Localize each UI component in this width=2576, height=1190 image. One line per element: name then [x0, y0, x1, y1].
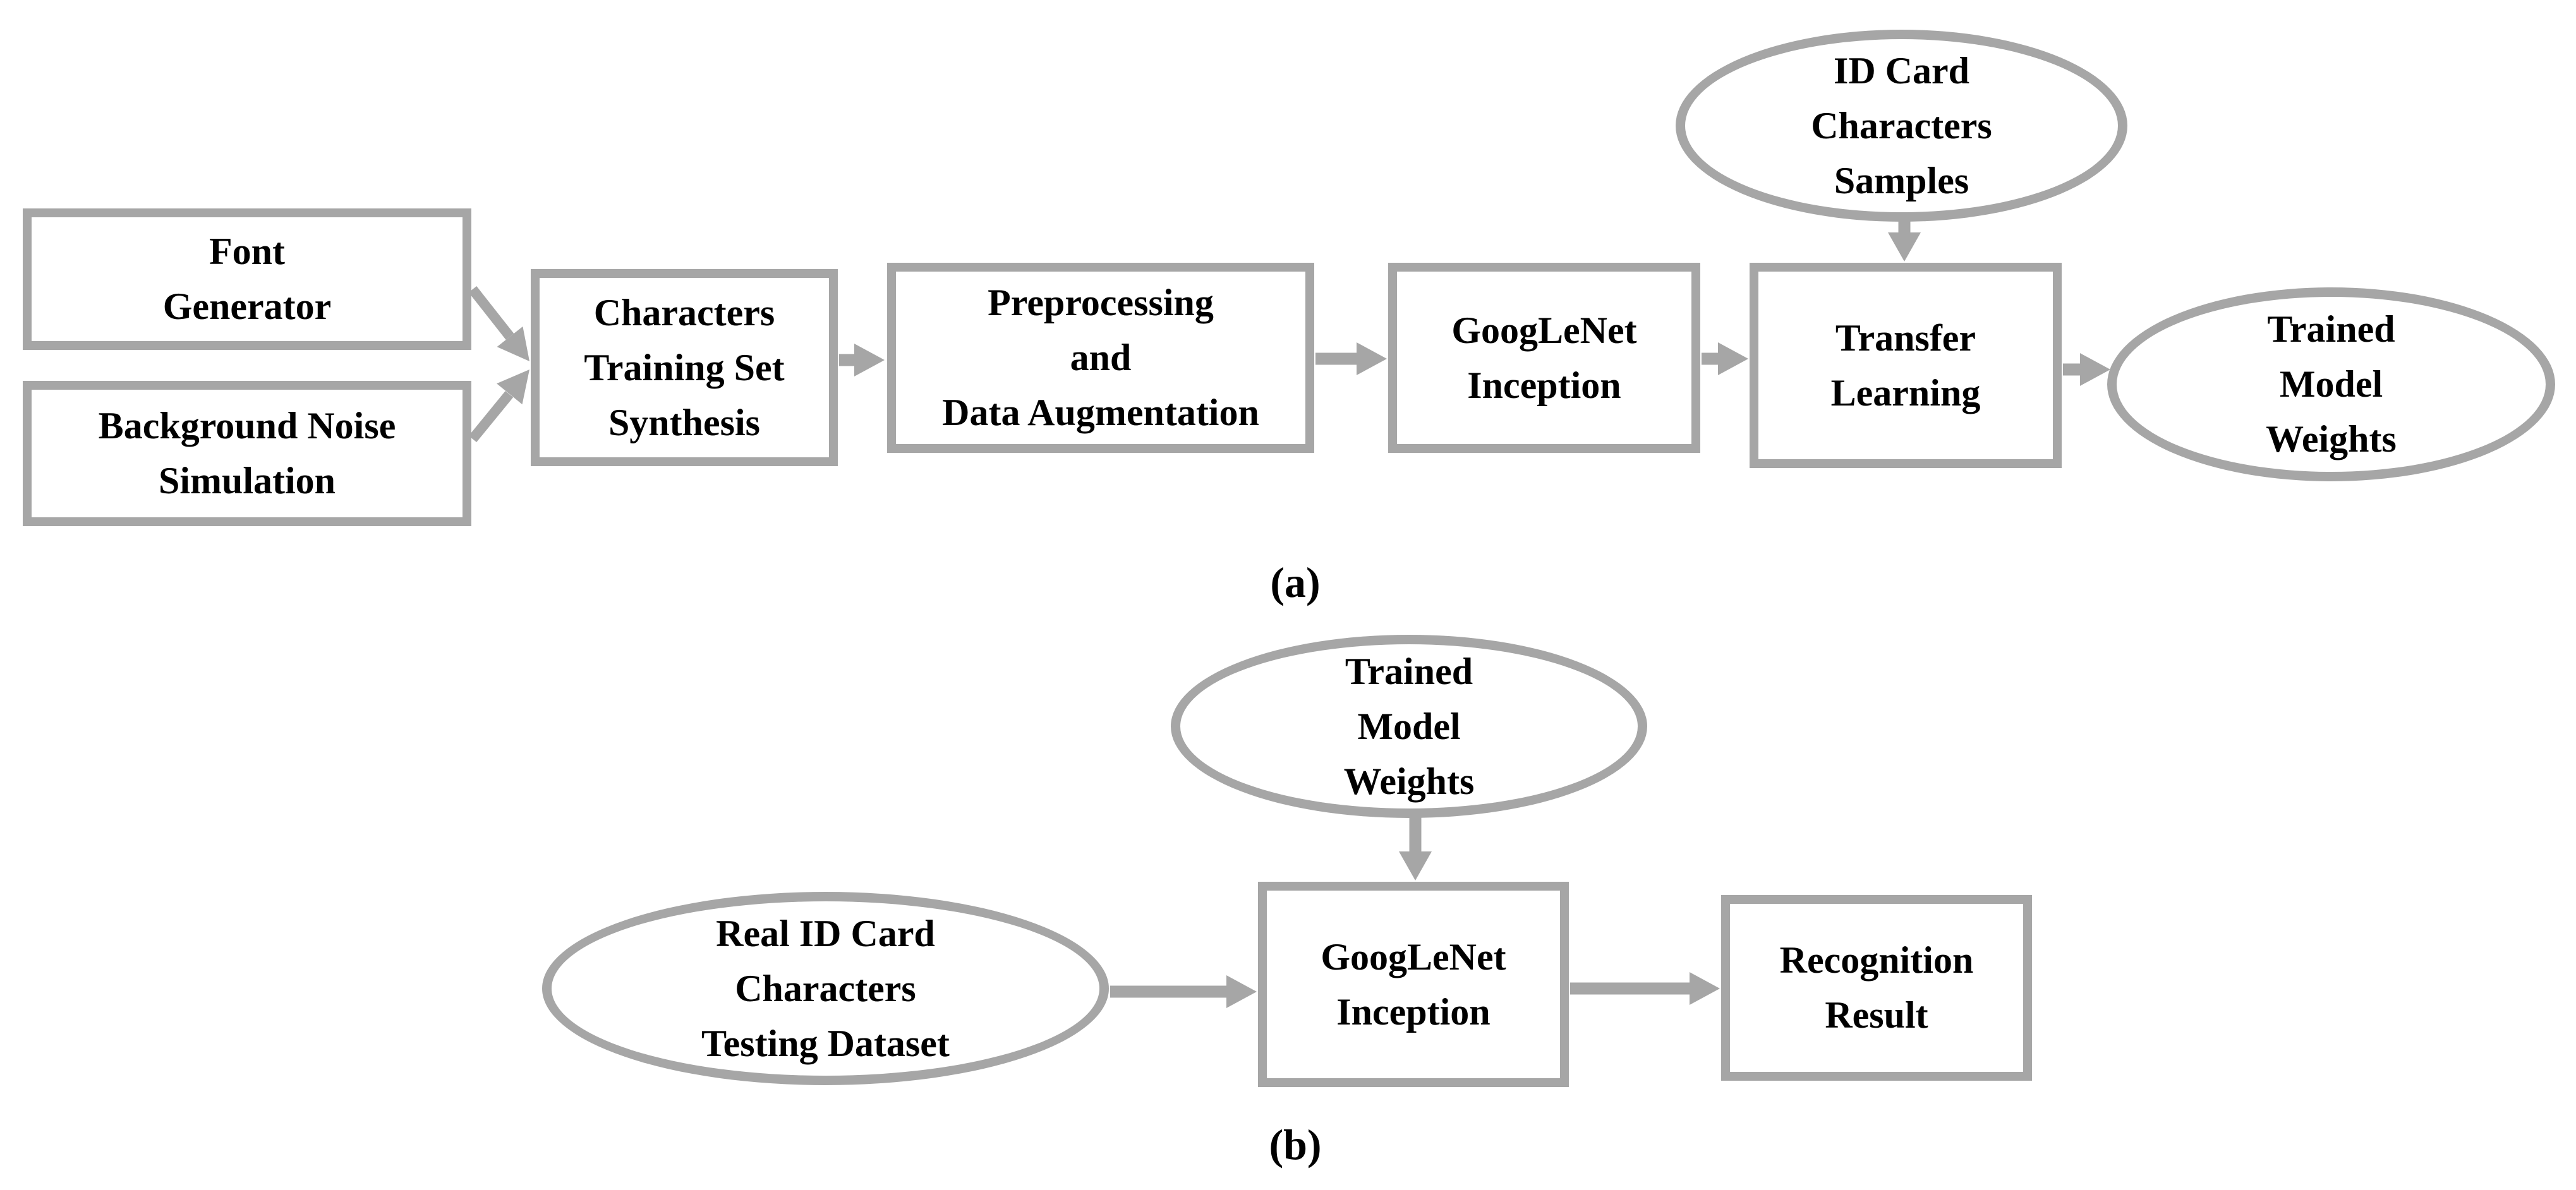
node-id-card-characters-samples: ID Card Characters Samples [1676, 30, 2127, 222]
node-recognition-result-label: Recognition Result [1779, 939, 1974, 1036]
arrow-characters-synthesis-to-preprocessing [839, 344, 885, 376]
node-real-id-card-testing-dataset: Real ID Card Characters Testing Dataset [542, 892, 1109, 1085]
node-font-generator: Font Generator [23, 208, 471, 350]
caption-a-label: (a) [1270, 558, 1321, 606]
node-trained-model-weights-a-label: Trained Model Weights [2266, 308, 2397, 460]
arrow-id-card-samples-to-transfer-learning [1888, 221, 1921, 261]
node-preprocessing-data-augmentation-label: Preprocessing and Data Augmentation [942, 282, 1259, 433]
arrow-font-generator-to-characters-synthesis [468, 286, 529, 361]
arrow-googlenet-b-to-recognition-result [1570, 972, 1720, 1005]
node-id-card-characters-samples-label: ID Card Characters Samples [1811, 49, 1992, 201]
arrow-preprocessing-to-googlenet [1315, 342, 1387, 375]
caption-a: (a) [1219, 551, 1371, 614]
node-googlenet-inception-a: GoogLeNet Inception [1388, 263, 1700, 453]
arrow-googlenet-to-transfer-learning [1702, 342, 1748, 375]
arrow-real-id-dataset-to-googlenet-b [1110, 975, 1257, 1008]
node-real-id-card-testing-dataset-label: Real ID Card Characters Testing Dataset [701, 912, 950, 1064]
node-preprocessing-data-augmentation: Preprocessing and Data Augmentation [887, 263, 1314, 453]
caption-b-label: (b) [1269, 1120, 1322, 1169]
node-characters-training-set-synthesis-label: Characters Training Set Synthesis [584, 291, 785, 443]
arrow-background-noise-to-characters-synthesis [468, 370, 529, 443]
node-trained-model-weights-b: Trained Model Weights [1171, 635, 1647, 818]
node-transfer-learning: Transfer Learning [1750, 263, 2062, 468]
node-recognition-result: Recognition Result [1721, 895, 2032, 1081]
node-background-noise-simulation-label: Background Noise Simulation [98, 405, 396, 502]
node-transfer-learning-label: Transfer Learning [1830, 316, 1981, 414]
node-font-generator-label: Font Generator [162, 231, 332, 327]
node-trained-model-weights-a: Trained Model Weights [2107, 287, 2555, 481]
node-trained-model-weights-b-label: Trained Model Weights [1343, 650, 1475, 802]
node-characters-training-set-synthesis: Characters Training Set Synthesis [531, 269, 838, 466]
node-googlenet-inception-b: GoogLeNet Inception [1258, 882, 1569, 1087]
arrow-trained-weights-to-googlenet-b [1399, 817, 1432, 880]
node-googlenet-inception-a-label: GoogLeNet Inception [1451, 309, 1637, 406]
arrow-transfer-learning-to-trained-weights [2063, 353, 2110, 386]
caption-b: (b) [1219, 1113, 1371, 1176]
node-googlenet-inception-b-label: GoogLeNet Inception [1321, 935, 1506, 1033]
node-background-noise-simulation: Background Noise Simulation [23, 381, 471, 526]
